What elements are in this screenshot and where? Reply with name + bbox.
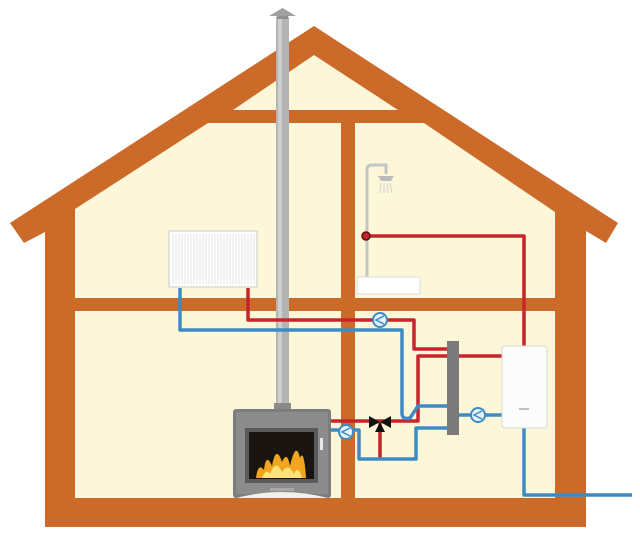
- shower-tray: [356, 276, 421, 295]
- wood-stove: [233, 403, 331, 498]
- circulation-pump-icon: [338, 424, 354, 440]
- tap-junction: [361, 231, 371, 241]
- upper-left-room: [75, 123, 341, 298]
- mixing-valve-icon: [369, 416, 391, 432]
- shower: [356, 163, 421, 295]
- fire-icon: [256, 450, 306, 478]
- pipes: [178, 234, 632, 497]
- upper-right-room: [355, 123, 555, 298]
- chimney-cap: [269, 8, 296, 16]
- heat-exchanger: [447, 341, 459, 435]
- chimney: [269, 8, 296, 409]
- hot-pipe-shower: [366, 234, 526, 346]
- shower-head-icon: [378, 176, 394, 181]
- circulation-pump-icon: [372, 312, 388, 328]
- radiator: [168, 230, 258, 288]
- hot-pipe-radiator: [246, 288, 447, 351]
- cold-pipe-radiator: [178, 288, 447, 421]
- boiler: [501, 345, 548, 429]
- attic-space: [233, 55, 398, 110]
- circulation-pump-icon: [470, 407, 486, 423]
- cold-pipe-stove: [331, 426, 447, 461]
- cold-water-inlet: [522, 428, 632, 497]
